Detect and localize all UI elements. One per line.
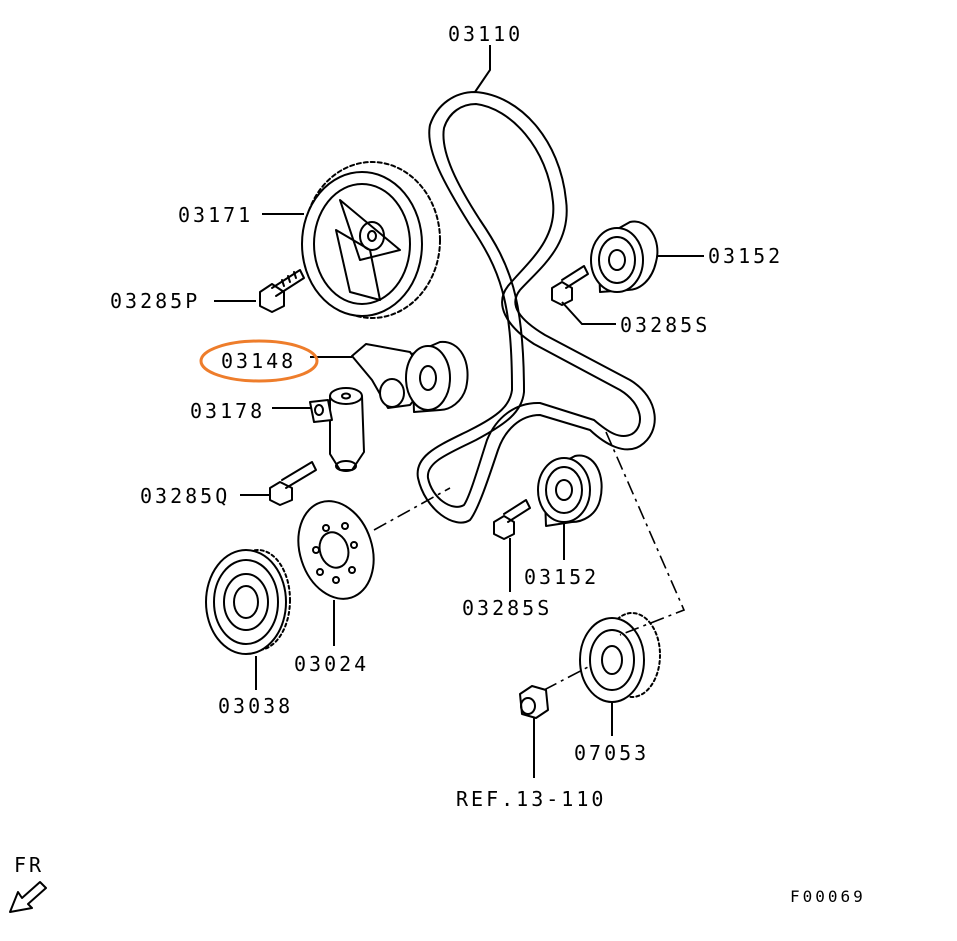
figure-code: F00069 xyxy=(790,887,866,906)
label-camshaft-sprocket[interactable]: 03171 xyxy=(178,203,253,227)
bolt-03285q xyxy=(269,461,317,506)
flange xyxy=(297,500,375,600)
alignment-lines xyxy=(373,431,686,691)
bolt-03285s-lower xyxy=(493,499,531,540)
idler-pulley-upper xyxy=(590,220,659,293)
label-tensioner[interactable]: 03148 xyxy=(221,349,296,373)
highlight-ring xyxy=(199,339,319,383)
leader-lines xyxy=(214,45,704,778)
bolt-03285p xyxy=(259,269,305,313)
timing-belt xyxy=(416,91,656,524)
direction-label: FR xyxy=(14,853,44,877)
label-auto-tensioner[interactable]: 03178 xyxy=(190,399,265,423)
label-reference[interactable]: REF.13-110 xyxy=(456,787,606,811)
label-bolt-s-lower[interactable]: 03285S xyxy=(462,596,552,620)
crankshaft-sprocket xyxy=(205,549,291,655)
arrow-down-left-icon xyxy=(9,881,47,913)
label-flange[interactable]: 03024 xyxy=(294,652,369,676)
label-belt[interactable]: 03110 xyxy=(448,22,523,46)
bolt-03285s-upper xyxy=(551,265,589,306)
label-idler-pulley-lower[interactable]: 03152 xyxy=(524,565,599,589)
bushing xyxy=(519,685,549,719)
label-crankshaft-sprocket[interactable]: 03038 xyxy=(218,694,293,718)
balance-shaft-sprocket xyxy=(579,612,661,703)
label-idler-pulley-upper[interactable]: 03152 xyxy=(708,244,783,268)
idler-pulley-lower xyxy=(537,454,603,527)
label-balance-sprocket[interactable]: 07053 xyxy=(574,741,649,765)
label-bolt-p[interactable]: 03285P xyxy=(110,289,200,313)
label-bolt-q[interactable]: 03285Q xyxy=(140,484,230,508)
label-bolt-s-upper[interactable]: 03285S xyxy=(620,313,710,337)
camshaft-sprocket xyxy=(301,161,441,319)
auto-tensioner xyxy=(309,387,365,472)
tensioner xyxy=(351,340,469,413)
